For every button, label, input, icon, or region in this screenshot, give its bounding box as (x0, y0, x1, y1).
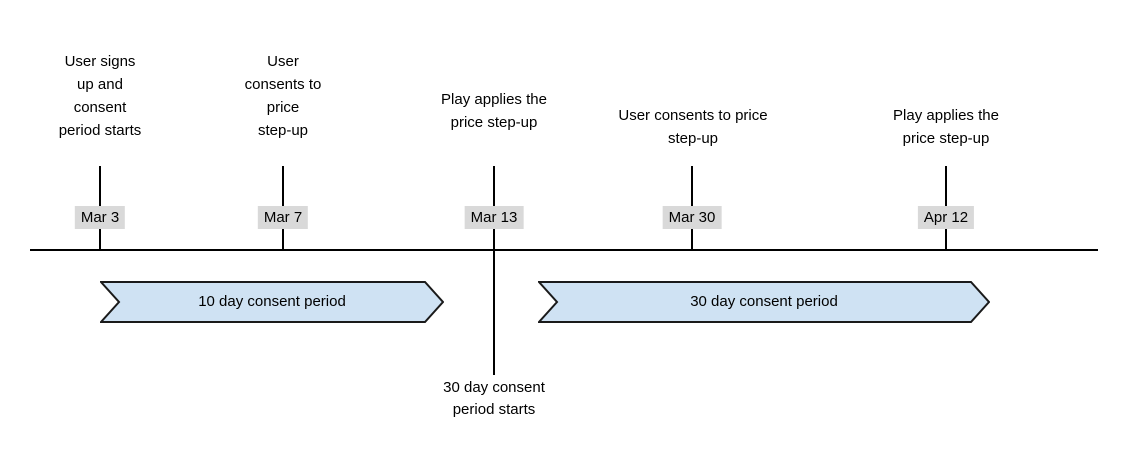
consent-period-label: 30 day consent period (690, 292, 838, 310)
event-date-chip: Apr 12 (917, 206, 975, 229)
event-date-chip: Mar 30 (662, 206, 722, 229)
event-date-chip: Mar 13 (464, 206, 524, 229)
consent-period-arrow-30day: 30 day consent period (538, 281, 990, 323)
pennant-arrow-shape (100, 281, 444, 323)
event-label: User consents to price step-up (618, 107, 768, 147)
event-tick-line (493, 166, 495, 375)
pennant-arrow-shape (538, 281, 990, 323)
event-date-chip: Mar 7 (257, 206, 309, 229)
event-label: Play applies the price step-up (441, 91, 547, 131)
timeline-axis (30, 249, 1098, 251)
consent-period-arrow-10day: 10 day consent period (100, 281, 444, 323)
consent-period-label: 10 day consent period (198, 292, 346, 310)
event-label: Play applies the price step-up (893, 107, 999, 147)
event-date-chip: Mar 3 (74, 206, 126, 229)
consent-start-annotation: 30 day consent period starts (443, 379, 545, 418)
event-label: User consents to price step-up (244, 53, 322, 139)
event-label: User signs up and consent period starts (58, 53, 142, 139)
